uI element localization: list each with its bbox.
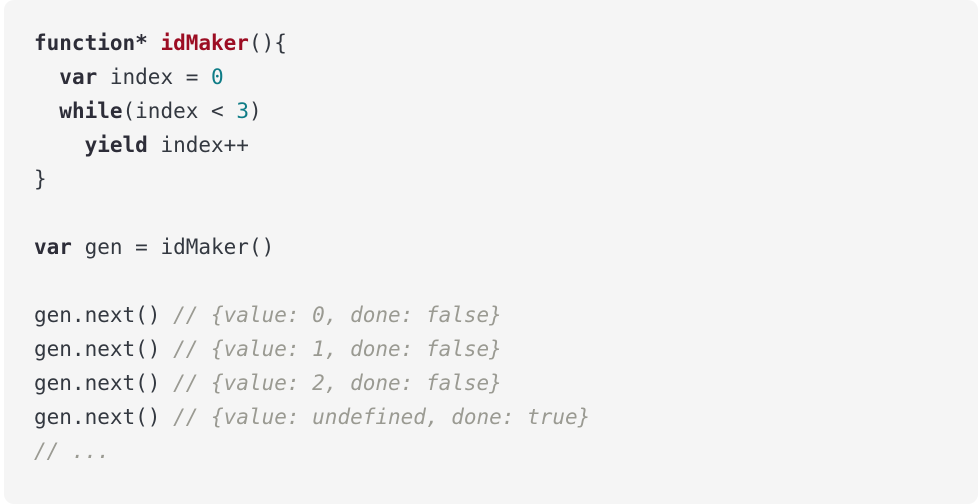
- line-11-comment: // ...: [34, 439, 110, 463]
- keyword-yield: yield: [84, 133, 148, 157]
- code-blank-line-1: [34, 196, 978, 230]
- line-3-condition: (index <: [122, 99, 237, 123]
- line-8-call: gen.next(): [34, 337, 174, 361]
- number-three: 3: [236, 99, 249, 123]
- keyword-while: while: [59, 99, 123, 123]
- code-line-9: gen.next() // {value: 2, done: false}: [34, 366, 978, 400]
- code-line-10: gen.next() // {value: undefined, done: t…: [34, 400, 978, 434]
- line-10-call: gen.next(): [34, 405, 174, 429]
- keyword-var: var: [59, 65, 98, 89]
- line-2-text: index =: [97, 65, 212, 89]
- space-1: [148, 31, 161, 55]
- line-9-comment: // {value: 2, done: false}: [173, 371, 502, 395]
- number-zero: 0: [211, 65, 224, 89]
- line-3-close-paren: ): [248, 99, 262, 123]
- line-7-comment: // {value: 0, done: false}: [173, 303, 502, 327]
- keyword-function: function*: [34, 31, 148, 55]
- line-2-indent: [34, 65, 59, 89]
- code-line-2: var index = 0: [34, 60, 978, 94]
- line-4-expression: index++: [147, 133, 249, 157]
- code-line-1: function* idMaker(){: [34, 26, 978, 60]
- code-content[interactable]: function* idMaker(){ var index = 0 while…: [4, 26, 978, 468]
- line-6-text: gen = idMaker(): [71, 235, 275, 259]
- code-line-5: }: [34, 162, 978, 196]
- line-7-call: gen.next(): [34, 303, 174, 327]
- code-line-3: while(index < 3): [34, 94, 978, 128]
- function-name-idmaker: idMaker: [160, 31, 249, 55]
- line-3-indent: [34, 99, 59, 123]
- code-line-8: gen.next() // {value: 1, done: false}: [34, 332, 978, 366]
- line-4-indent: [34, 133, 85, 157]
- code-line-4: yield index++: [34, 128, 978, 162]
- code-line-7: gen.next() // {value: 0, done: false}: [34, 298, 978, 332]
- line-10-comment: // {value: undefined, done: true}: [173, 405, 591, 429]
- code-blank-line-2: [34, 264, 978, 298]
- code-line-11: // ...: [34, 434, 978, 468]
- line-9-call: gen.next(): [34, 371, 174, 395]
- code-line-6: var gen = idMaker(): [34, 230, 978, 264]
- keyword-var-2: var: [34, 235, 72, 259]
- line-8-comment: // {value: 1, done: false}: [173, 337, 502, 361]
- closing-brace: }: [34, 167, 47, 191]
- code-block: function* idMaker(){ var index = 0 while…: [4, 0, 978, 504]
- line-1-punctuation: (){: [248, 31, 287, 55]
